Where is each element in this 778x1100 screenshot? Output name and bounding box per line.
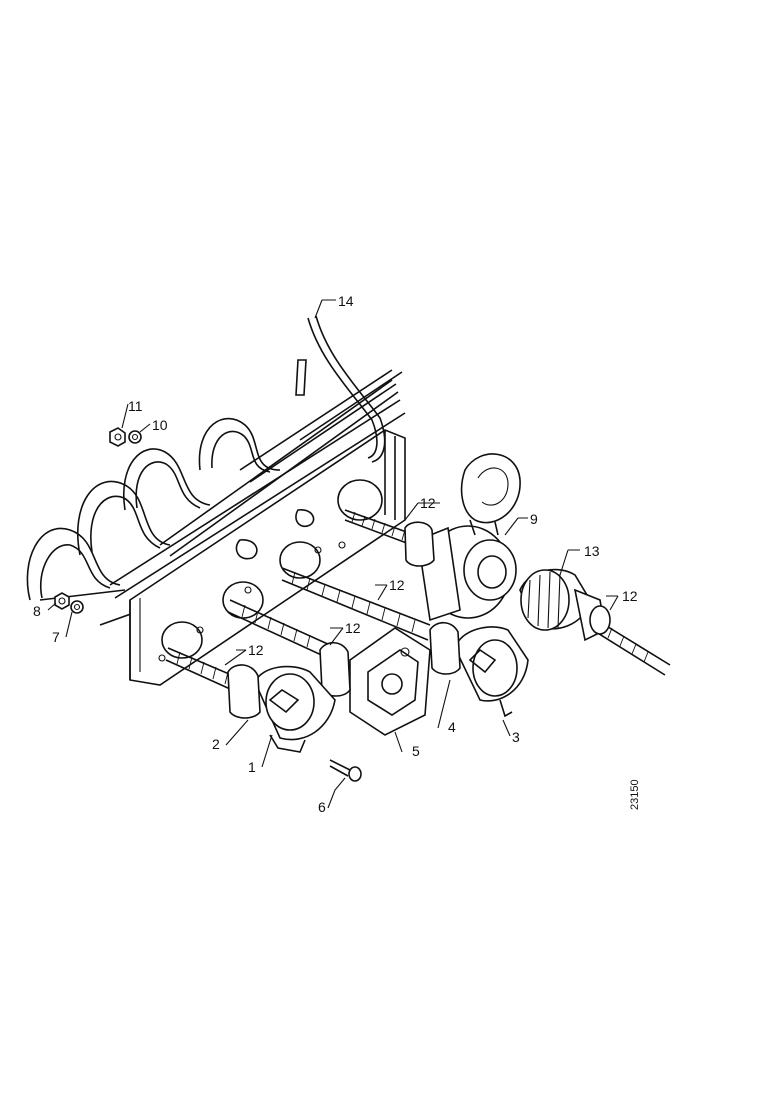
connector-5 [319,627,431,736]
callout-3: 3 [512,729,520,745]
callout-14: 14 [338,293,354,309]
callout-6: 6 [318,799,326,815]
drawing-id: 23150 [629,779,641,810]
callout-10: 10 [152,417,168,433]
socket-9 [404,453,521,622]
callout-12-right: 12 [622,588,638,604]
callout-13: 13 [584,543,600,559]
frame-rails [109,369,406,599]
callout-12-left: 12 [248,642,264,658]
callout-12-top: 12 [420,495,436,511]
mounting-plate [129,429,406,686]
callout-12-center: 12 [345,620,361,636]
callout-11: 11 [128,398,143,414]
callout-8: 8 [33,603,41,619]
callout-5: 5 [412,743,420,759]
callout-7: 7 [52,629,60,645]
socket-3 [429,621,529,718]
socket-1-2 [227,664,336,753]
callout-2: 2 [212,736,220,752]
strap [295,315,386,463]
plug-13 [519,568,611,642]
callout-1: 1 [248,759,256,775]
callout-9: 9 [530,511,538,527]
callout-12-mid: 12 [389,577,405,593]
callout-4: 4 [448,719,456,735]
callouts: 14 11 10 8 7 12 9 13 12 12 12 12 4 3 5 2… [33,293,638,815]
leader-lines [47,299,619,809]
screw-6 [329,759,362,782]
fasteners [54,427,142,614]
